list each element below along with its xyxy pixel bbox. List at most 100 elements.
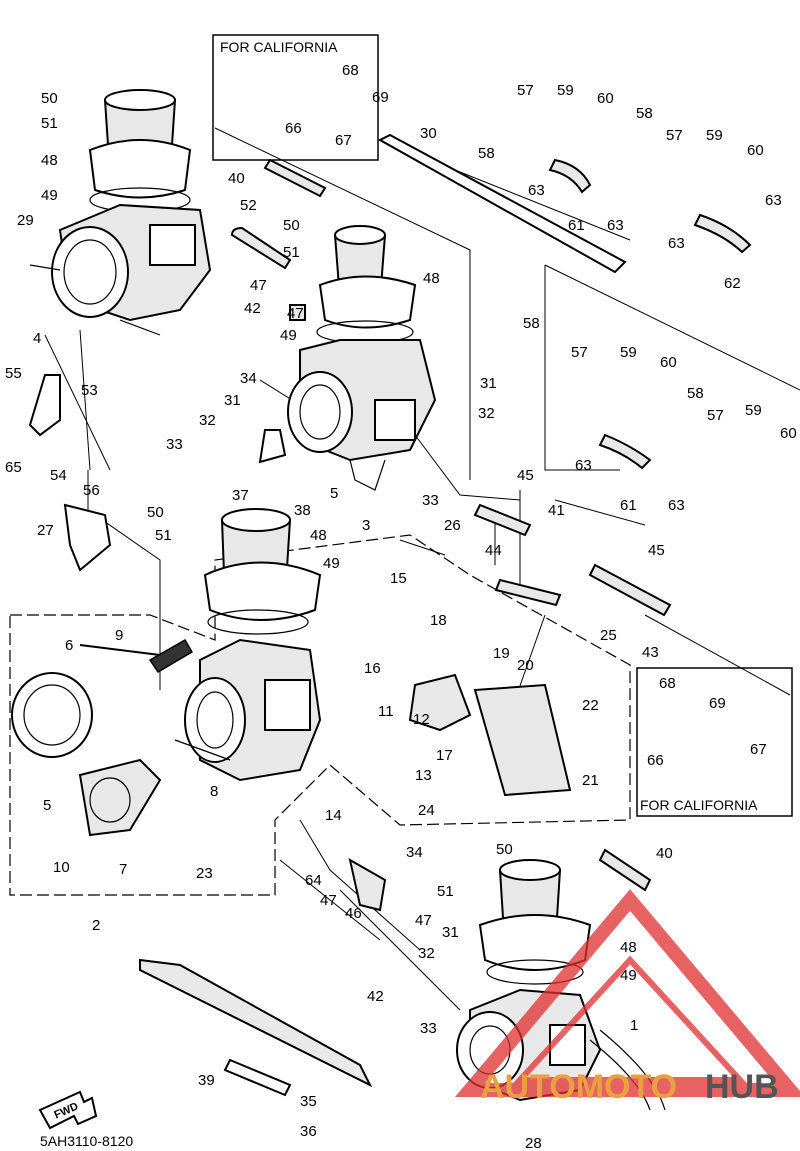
callout: 48 (620, 939, 637, 956)
california-label-right: FOR CALIFORNIA (640, 797, 758, 813)
callout: 35 (300, 1093, 317, 1110)
callout: 40 (656, 845, 673, 862)
callout: 39 (198, 1072, 215, 1089)
callout: 47 (250, 277, 267, 294)
carburetor-2 (174, 508, 322, 782)
callout: 11 (378, 703, 394, 720)
callout: 33 (166, 436, 183, 453)
callout: 18 (430, 612, 447, 629)
callout: 67 (750, 741, 767, 758)
watermark-logo (454, 889, 800, 1097)
callout: 51 (283, 244, 300, 261)
callout: 58 (523, 315, 540, 332)
callout: 59 (745, 402, 762, 419)
callout: 68 (342, 62, 359, 79)
callout: 5 (43, 797, 51, 814)
callout: 9 (115, 627, 123, 644)
callout: 47 (415, 912, 432, 929)
callout: 62 (724, 275, 741, 292)
callout: 59 (620, 344, 637, 361)
callout: 48 (41, 152, 58, 169)
callout: 49 (280, 327, 297, 344)
callout: 23 (196, 865, 213, 882)
callout: 24 (418, 802, 435, 819)
callout: 47 (287, 305, 304, 322)
small-parts (11, 158, 652, 1097)
california-box-top: FOR CALIFORNIA (212, 34, 379, 161)
callout: 26 (444, 517, 461, 534)
callout: 45 (648, 542, 665, 559)
callout: 3 (362, 517, 370, 534)
callout: 42 (367, 988, 384, 1005)
watermark-text-a: AUTOMOTO (480, 1068, 677, 1106)
callout: 29 (17, 212, 34, 229)
callout: 59 (706, 127, 723, 144)
callout: 60 (747, 142, 764, 159)
callout: 4 (33, 330, 41, 347)
callout: 61 (620, 497, 637, 514)
callout: 67 (335, 132, 352, 149)
callout: 34 (406, 844, 423, 861)
diagram-code: 5AH3110-8120 (40, 1133, 133, 1149)
callout: 48 (310, 527, 327, 544)
callout: 14 (325, 807, 342, 824)
callout: 33 (420, 1020, 437, 1037)
callout: 63 (765, 192, 782, 209)
callout: 68 (659, 675, 676, 692)
callout: 63 (668, 235, 685, 252)
callout: 47 (320, 892, 337, 909)
callout: 28 (525, 1135, 542, 1151)
callout: 16 (364, 660, 381, 677)
callout: 66 (285, 120, 302, 137)
callout: 50 (283, 217, 300, 234)
callout: 57 (571, 344, 588, 361)
callout: 19 (493, 645, 510, 662)
callout: 60 (597, 90, 614, 107)
watermark-text: AUTOMOTO HUB (480, 1068, 779, 1106)
callout: 37 (232, 487, 249, 504)
carb-2-boundary (9, 534, 631, 896)
callout: 50 (496, 841, 513, 858)
callout: 49 (620, 967, 637, 984)
callout: 32 (478, 405, 495, 422)
carburetor-3 (287, 225, 437, 491)
callout: 49 (323, 555, 340, 572)
callout: 36 (300, 1123, 317, 1140)
callout: 51 (155, 527, 172, 544)
callout: 7 (119, 861, 127, 878)
callout: 6 (65, 637, 73, 654)
callout: 63 (575, 457, 592, 474)
california-box-right: FOR CALIFORNIA (636, 667, 793, 817)
carburetor-1 (456, 859, 666, 1111)
callout: 46 (345, 905, 362, 922)
callout: 66 (647, 752, 664, 769)
callout: 57 (517, 82, 534, 99)
callout: 31 (480, 375, 497, 392)
callout: 49 (41, 187, 58, 204)
callout: 58 (636, 105, 653, 122)
callout: 31 (442, 924, 459, 941)
callout: 51 (437, 883, 454, 900)
carburetor-4 (29, 89, 212, 336)
callout: 61 (568, 217, 585, 234)
callout: 30 (420, 125, 437, 142)
callout: 60 (780, 425, 797, 442)
callout: 44 (485, 542, 502, 559)
callout: 41 (548, 502, 565, 519)
callout: 50 (147, 504, 164, 521)
fwd-arrow: FWD (38, 1090, 98, 1130)
callout: 43 (642, 644, 659, 661)
callout: 31 (224, 392, 241, 409)
callout: 38 (294, 502, 311, 519)
callout: 34 (240, 370, 257, 387)
callout: 20 (517, 657, 534, 674)
callout: 27 (37, 522, 54, 539)
callout: 53 (81, 382, 98, 399)
callout: 69 (372, 89, 389, 106)
callout: 51 (41, 115, 58, 132)
callout: 57 (707, 407, 724, 424)
callout: 56 (83, 482, 100, 499)
callout: 64 (305, 872, 322, 889)
callout: 32 (418, 945, 435, 962)
